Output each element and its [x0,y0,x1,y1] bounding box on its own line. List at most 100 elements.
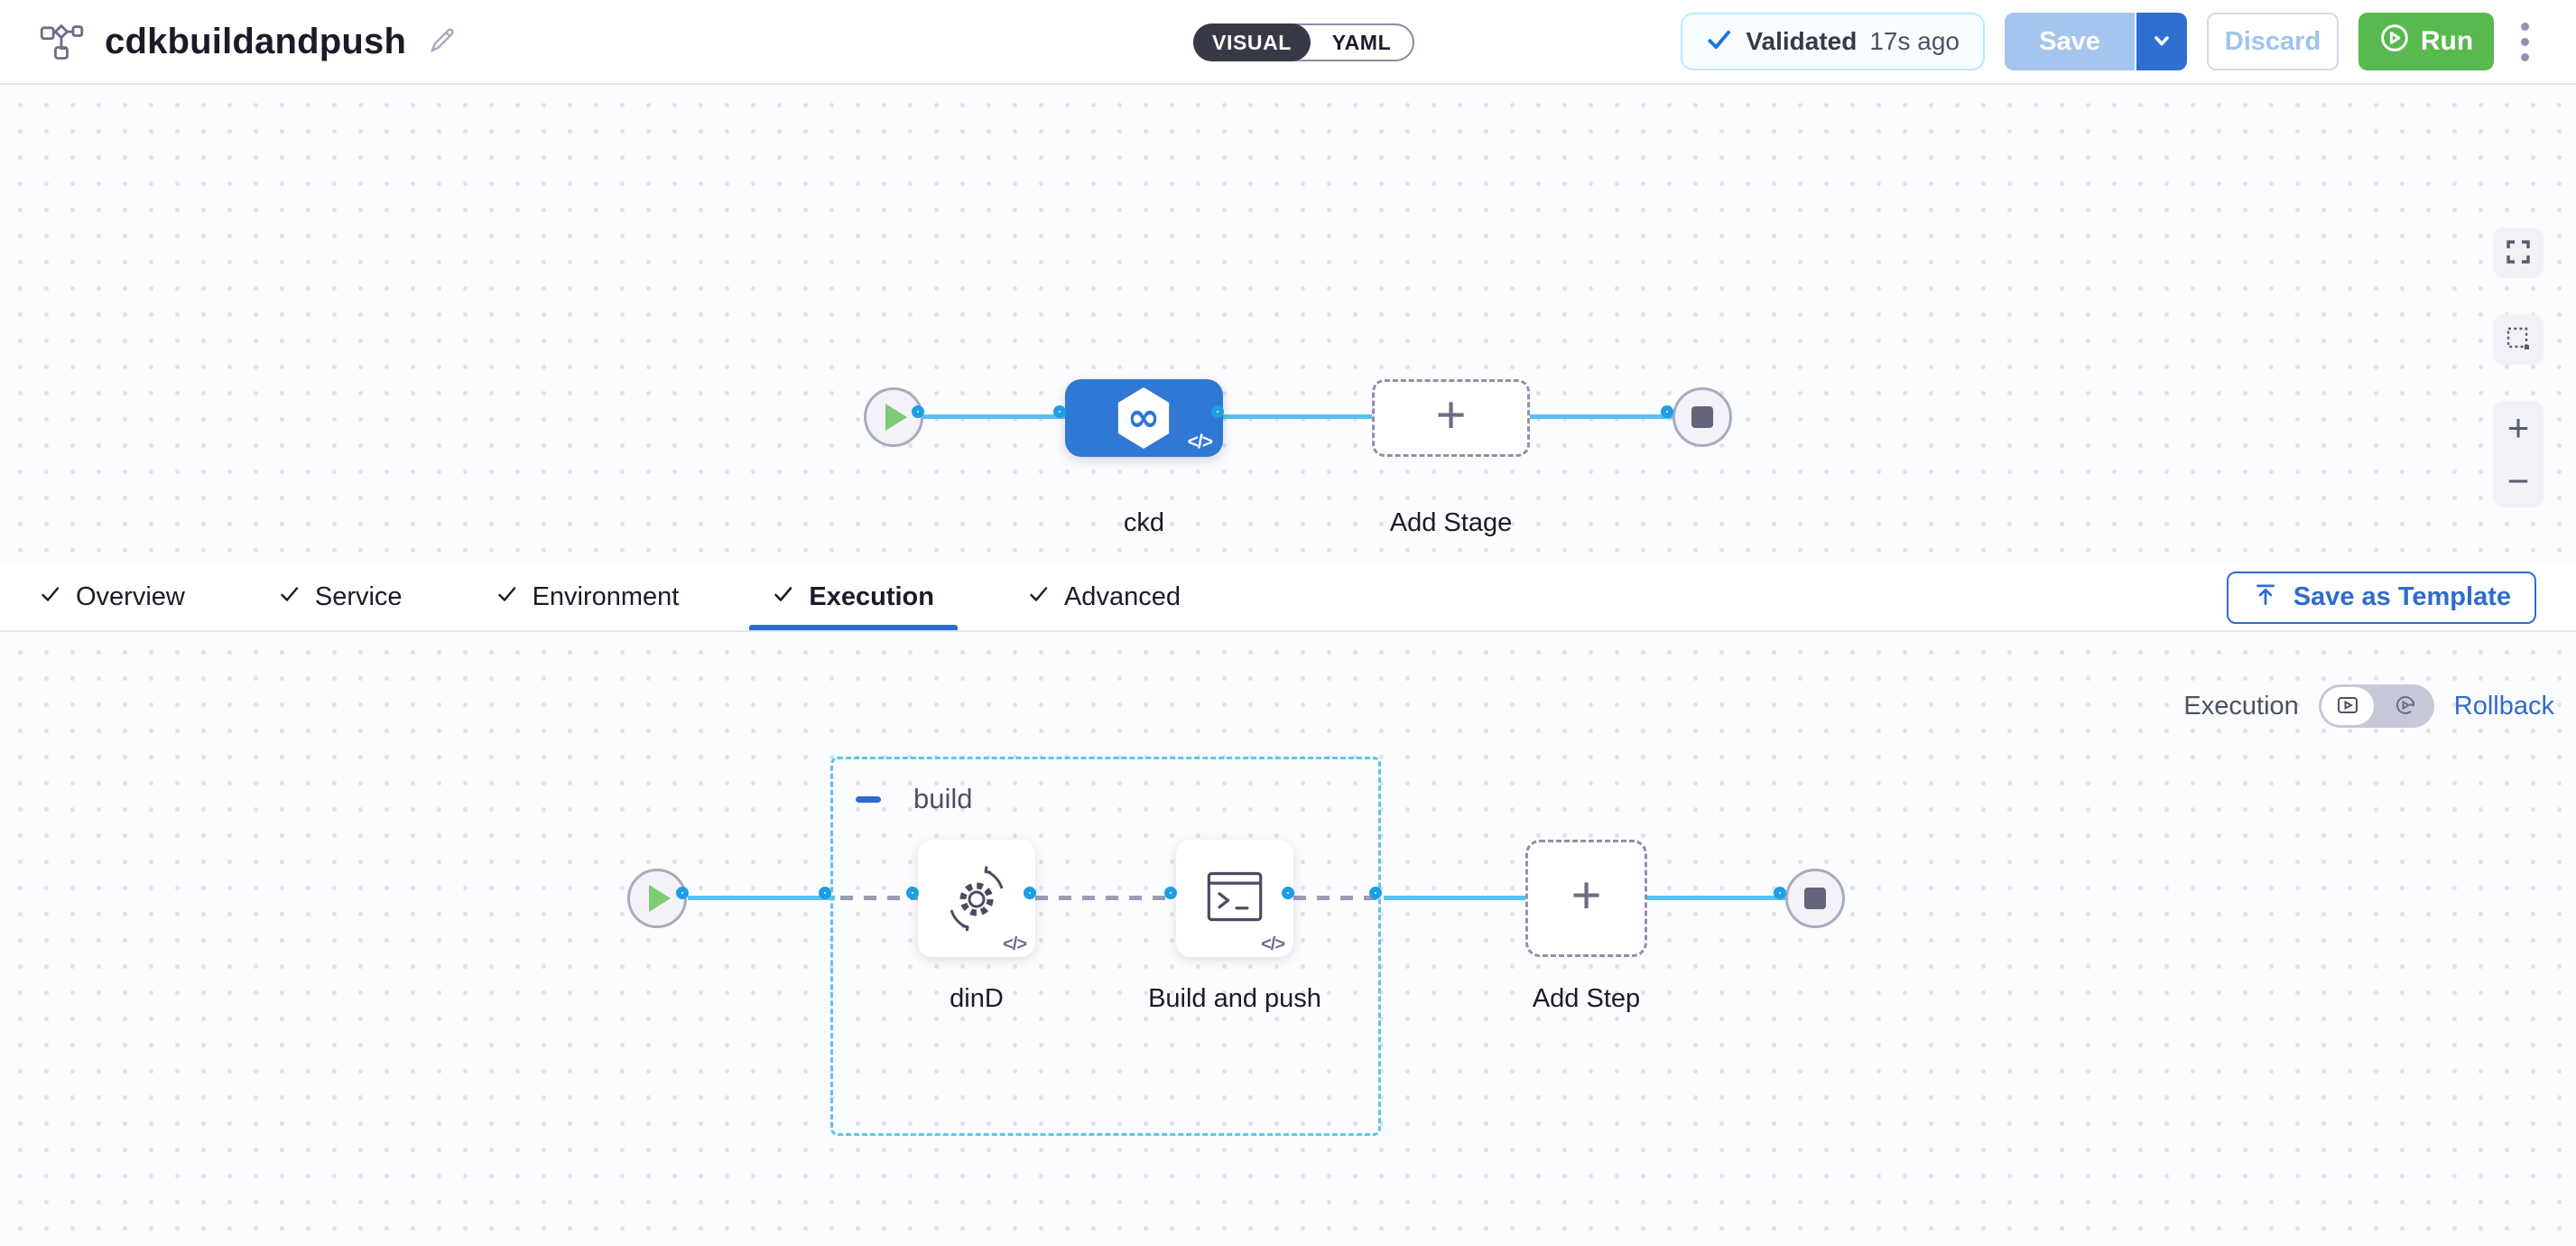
execution-start-node[interactable] [627,869,687,928]
check-icon [496,582,518,612]
execution-rollback-toggle [2318,684,2434,728]
zoom-out-button[interactable]: − [2493,454,2544,507]
validated-label: Validated [1746,27,1858,55]
more-options-button[interactable] [2514,15,2536,69]
validated-badge[interactable]: Validated 17s ago [1681,13,1985,70]
step-group-build[interactable]: build [830,757,1381,1136]
save-split-button: Save [2005,13,2187,70]
infinity-icon: ∞ [1126,395,1161,441]
visual-yaml-toggle: VISUAL YAML [1193,23,1414,61]
pipeline-start-node[interactable] [864,387,923,447]
add-step-button[interactable]: + [1525,840,1647,957]
execution-end-node[interactable] [1785,869,1845,928]
connector-dot[interactable] [1282,887,1294,899]
exec-connector-dashed [1293,896,1381,900]
save-button[interactable]: Save [2005,13,2136,70]
terminal-icon [1204,866,1265,932]
connector-dot[interactable] [1211,405,1224,418]
group-label: build [913,783,973,814]
save-as-template-label: Save as Template [2293,582,2511,611]
visual-tab[interactable]: VISUAL [1193,23,1311,61]
add-stage-button[interactable]: + [1372,379,1530,457]
connector-dot[interactable] [1661,405,1673,418]
connector-dot[interactable] [1024,887,1036,899]
check-icon [40,582,61,612]
tab-service[interactable]: Service [279,564,403,630]
exec-connector-dashed [840,896,918,900]
rollback-link[interactable]: Rollback [2453,691,2554,721]
run-label: Run [2420,26,2474,56]
connector-dot[interactable] [1369,887,1382,899]
add-step-label: Add Step [1532,984,1641,1013]
docker-in-docker-icon [942,862,1011,935]
discard-button[interactable]: Discard [2207,13,2339,70]
zoom-controls: + − [2493,401,2544,507]
execution-mode-button[interactable] [2321,687,2374,725]
plus-icon: + [1571,866,1602,925]
tab-overview[interactable]: Overview [40,564,185,630]
tab-label: Overview [76,582,185,611]
code-icon: </> [1261,934,1285,954]
connector-dot[interactable] [1053,405,1066,418]
pipeline-icon [40,22,85,61]
step-label: dinD [950,984,1004,1013]
selection-mode-button[interactable] [2493,314,2544,365]
tab-execution[interactable]: Execution [749,564,958,630]
save-as-template-button[interactable]: Save as Template [2226,571,2536,624]
marquee-select-icon [2505,325,2532,355]
rollback-mode-button[interactable] [2379,687,2432,725]
check-icon [279,582,301,612]
zoom-in-button[interactable]: + [2493,401,2544,454]
execution-canvas[interactable]: Execution Rol [0,632,2576,1246]
step-node-dind[interactable]: </> [918,840,1035,957]
edit-title-button[interactable] [426,24,459,60]
run-button[interactable]: Run [2358,13,2494,70]
connector-dot[interactable] [819,887,831,899]
stage-tabbar: Overview Service Environment Execution A… [0,564,2576,632]
stage-node-ckd[interactable]: ∞ </> [1065,379,1223,457]
step-node-build-and-push[interactable]: </> [1176,840,1293,957]
stage-label: ckd [1123,508,1165,537]
connector-dot[interactable] [1164,887,1177,899]
start-play-icon [885,404,907,431]
execution-steps-icon [2335,693,2360,721]
exec-connector-dashed [1035,896,1176,900]
fullscreen-button[interactable] [2493,228,2544,278]
save-menu-button[interactable] [2136,13,2187,70]
group-header[interactable]: build [856,783,973,815]
execution-rollback-switch-row: Execution Rol [2183,684,2554,728]
tab-label: Environment [532,582,680,611]
header: cdkbuildandpush VISUAL YAML Validated 17… [0,0,2576,85]
pencil-icon [426,24,459,60]
check-icon [1028,582,1050,612]
chevron-down-icon [2149,28,2174,56]
connector-dot[interactable] [906,887,919,899]
tab-label: Execution [809,582,934,611]
fullscreen-icon [2505,238,2532,268]
tab-environment[interactable]: Environment [496,564,680,630]
stop-icon [1691,406,1713,428]
tab-label: Service [314,582,403,611]
execution-mode-label: Execution [2183,691,2299,721]
add-stage-label: Add Stage [1389,508,1513,537]
code-icon: </> [1187,432,1213,452]
upload-icon [2252,581,2279,615]
check-icon [773,582,794,612]
connector-dot[interactable] [1774,887,1786,899]
pipeline-end-node[interactable] [1673,387,1732,447]
rollback-icon [2393,693,2418,721]
stage-canvas[interactable]: ∞ </> ckd + Add Stage + − [0,85,2576,564]
yaml-tab[interactable]: YAML [1311,25,1413,60]
plus-icon: + [1435,386,1467,444]
check-icon [1706,26,1733,58]
connector-dot[interactable] [912,405,924,418]
ci-hexagon-icon: ∞ [1117,387,1170,449]
stop-icon [1804,888,1826,909]
step-label: Build and push [1148,984,1321,1013]
tab-label: Advanced [1063,582,1181,611]
connector-dot[interactable] [676,887,689,899]
code-icon: </> [1003,934,1027,954]
collapse-group-icon[interactable] [856,795,881,803]
page-title: cdkbuildandpush [105,21,407,61]
tab-advanced[interactable]: Advanced [1028,564,1181,630]
